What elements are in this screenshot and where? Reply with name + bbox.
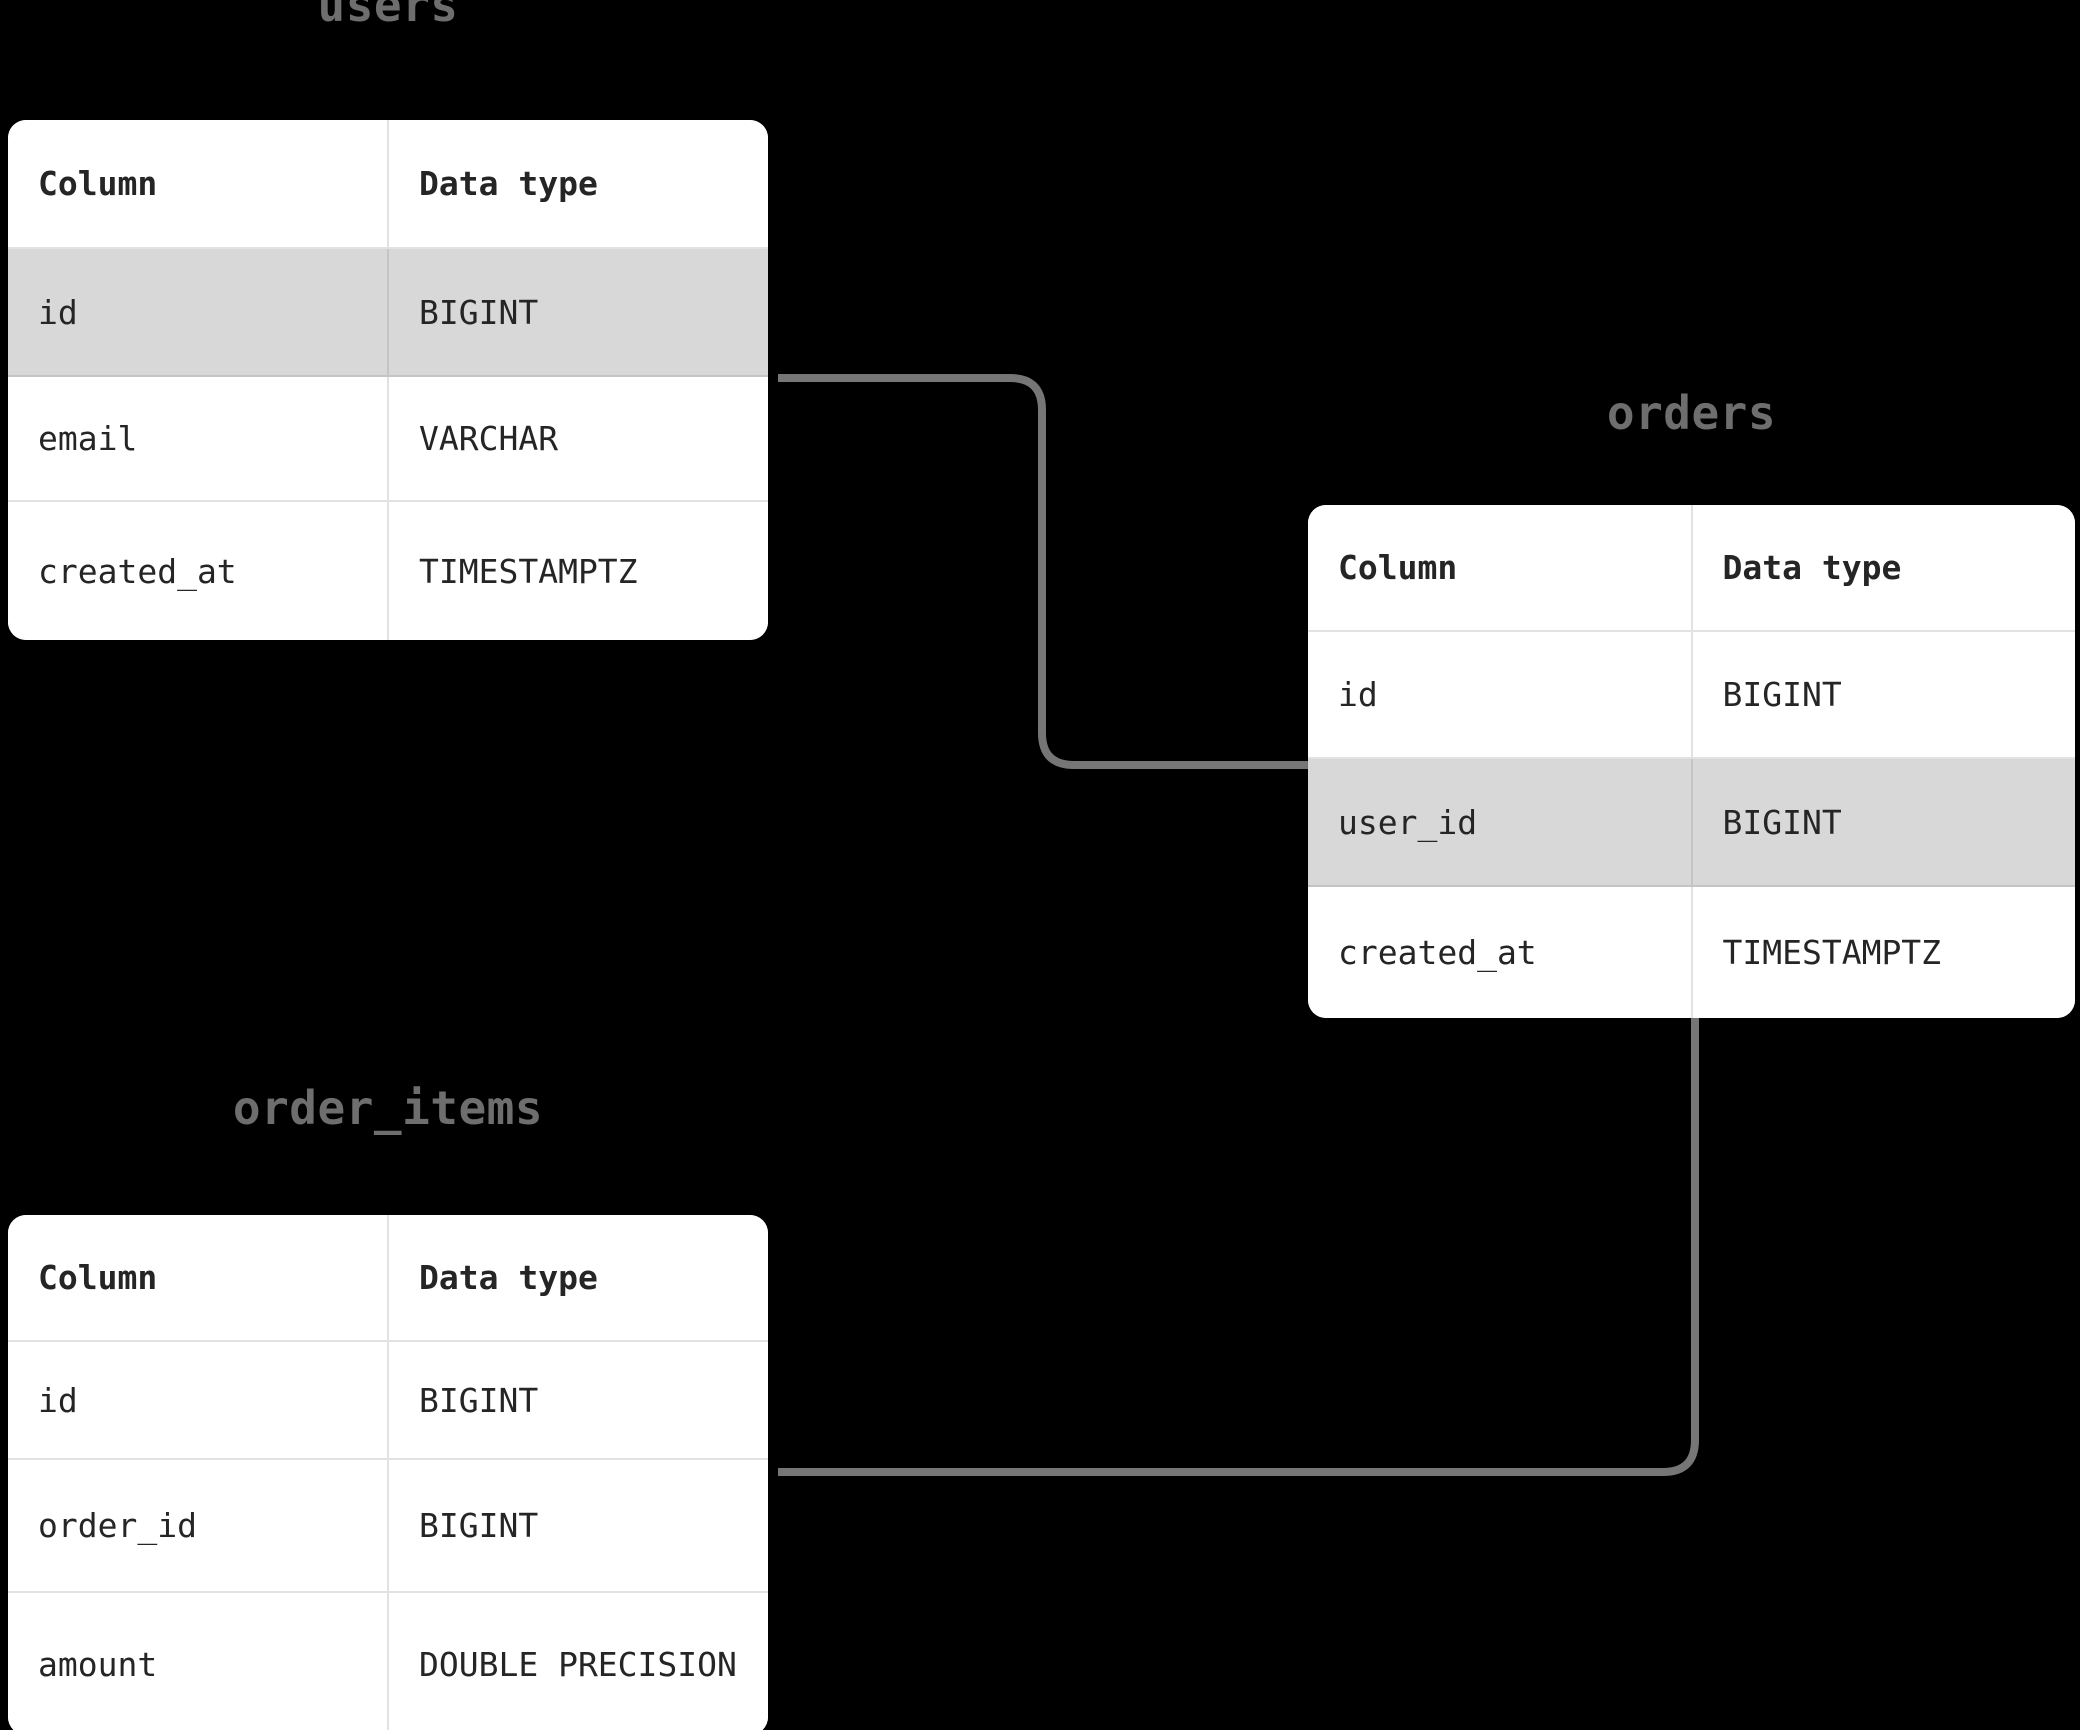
table-card-users[interactable]: Column Data type id BIGINT email VARCHAR…: [8, 120, 768, 640]
table-card-order-items[interactable]: Column Data type id BIGINT order_id BIGI…: [8, 1215, 768, 1730]
cell-column-datatype: TIMESTAMPTZ: [1691, 886, 2075, 1018]
cell-column-name: created_at: [8, 501, 389, 640]
table-title-users: users: [317, 0, 459, 32]
cell-column-datatype: DOUBLE PRECISION: [388, 1592, 768, 1730]
cell-column-name: id: [1308, 631, 1693, 759]
table-row[interactable]: email VARCHAR: [8, 376, 768, 502]
table-header-row: Column Data type: [1308, 505, 2075, 632]
header-cell-column: Column: [8, 120, 389, 249]
table-title-orders: orders: [1606, 386, 1777, 440]
edge-orders-to-order-items-order-id: [778, 1018, 1699, 1476]
cell-column-name: email: [8, 376, 389, 502]
cell-column-name: amount: [8, 1592, 389, 1730]
cell-column-datatype: BIGINT: [1691, 758, 2075, 887]
cell-column-name: order_id: [8, 1459, 389, 1593]
table-header-row: Column Data type: [8, 1215, 768, 1342]
table-row[interactable]: order_id BIGINT: [8, 1459, 768, 1593]
cell-column-datatype: BIGINT: [1691, 631, 2075, 759]
header-cell-datatype: Data type: [388, 120, 768, 249]
cell-column-datatype: BIGINT: [388, 1459, 768, 1593]
table-row[interactable]: id BIGINT: [8, 1341, 768, 1460]
table-grid-order-items: Column Data type id BIGINT order_id BIGI…: [8, 1215, 768, 1730]
header-cell-datatype: Data type: [388, 1215, 768, 1342]
table-header-row: Column Data type: [8, 120, 768, 249]
table-grid-orders: Column Data type id BIGINT user_id BIGIN…: [1308, 505, 2075, 1018]
table-row[interactable]: amount DOUBLE PRECISION: [8, 1592, 768, 1730]
cell-column-datatype: TIMESTAMPTZ: [388, 501, 768, 640]
table-card-orders[interactable]: Column Data type id BIGINT user_id BIGIN…: [1308, 505, 2075, 1018]
cell-column-name: id: [8, 248, 389, 377]
cell-column-name: user_id: [1308, 758, 1693, 887]
cell-column-datatype: VARCHAR: [388, 376, 768, 502]
table-row[interactable]: id BIGINT: [1308, 631, 2075, 759]
edge-users-id-to-orders-user-id: [778, 374, 1308, 769]
cell-column-name: id: [8, 1341, 389, 1460]
table-row[interactable]: created_at TIMESTAMPTZ: [1308, 886, 2075, 1018]
header-cell-column: Column: [1308, 505, 1693, 632]
header-cell-column: Column: [8, 1215, 389, 1342]
cell-column-datatype: BIGINT: [388, 248, 768, 377]
cell-column-name: created_at: [1308, 886, 1693, 1018]
table-title-order-items: order_items: [232, 1081, 544, 1135]
cell-column-datatype: BIGINT: [388, 1341, 768, 1460]
table-row[interactable]: user_id BIGINT: [1308, 758, 2075, 887]
table-grid-users: Column Data type id BIGINT email VARCHAR…: [8, 120, 768, 640]
header-cell-datatype: Data type: [1691, 505, 2075, 632]
table-row[interactable]: id BIGINT: [8, 248, 768, 377]
table-row[interactable]: created_at TIMESTAMPTZ: [8, 501, 768, 640]
